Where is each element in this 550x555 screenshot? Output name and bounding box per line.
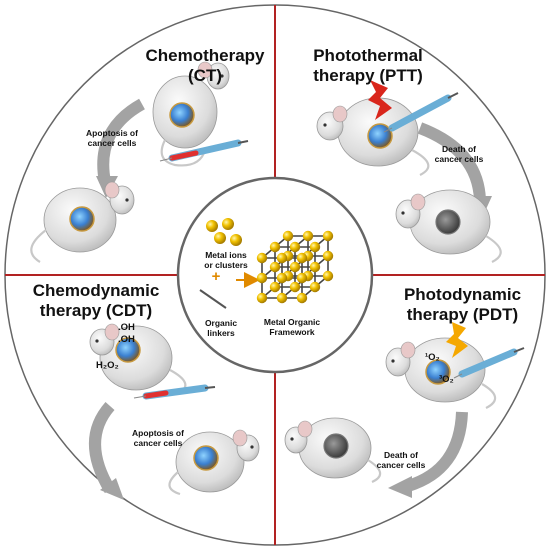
organic-linkers-label: Organic linkers bbox=[196, 318, 246, 338]
mof-metal-node bbox=[322, 250, 334, 262]
pdt-tumor-icon bbox=[425, 359, 451, 385]
cdt-caption: Apoptosis of cancer cells bbox=[118, 428, 198, 448]
pdt-title-line1: Photodynamic bbox=[403, 285, 522, 304]
ct-caption-line2: cancer cells bbox=[87, 138, 137, 148]
cdt-title-line2: therapy (CDT) bbox=[39, 301, 153, 320]
ptt-dead-tumor-icon bbox=[435, 209, 461, 235]
mof-metal-node bbox=[322, 230, 334, 242]
ptt-tumor-icon bbox=[367, 123, 393, 149]
pdt-syringe-icon bbox=[453, 347, 525, 379]
pdt-arrow bbox=[406, 411, 468, 492]
cdt-arrow bbox=[89, 402, 116, 494]
pdt-caption-line2: cancer cells bbox=[376, 460, 426, 470]
cdt-caption-line2: cancer cells bbox=[133, 438, 183, 448]
ptt-caption-line1: Death of bbox=[442, 144, 476, 154]
mof-metal-node bbox=[256, 272, 268, 284]
ct-tumor-bottom-icon bbox=[69, 206, 95, 232]
ptt-mouse-bottom bbox=[395, 189, 502, 263]
pdt-mouse-bottom bbox=[284, 417, 382, 484]
ct-arrow bbox=[97, 98, 146, 184]
pdt-species-singlet-oxygen: ¹O₂ bbox=[425, 352, 440, 363]
cdt-title-line1: Chemodynamic bbox=[32, 281, 160, 300]
ct-title-line1: Chemotherapy bbox=[145, 46, 265, 65]
pdt-title-line2: therapy (PDT) bbox=[406, 305, 519, 324]
metal-ions-line2: or clusters bbox=[204, 260, 248, 270]
metal-ions-label: Metal ions or clusters bbox=[194, 250, 258, 270]
pdt-lightning-icon bbox=[446, 322, 468, 358]
mof-label: Metal Organic Framework bbox=[252, 317, 332, 337]
mof-metal-node bbox=[302, 230, 314, 242]
pdt-caption-line1: Death of bbox=[384, 450, 418, 460]
cdt-species-h2o2: H₂O₂ bbox=[96, 360, 119, 371]
ptt-title-line2: therapy (PTT) bbox=[313, 66, 423, 85]
mof-metal-node bbox=[296, 292, 308, 304]
mof-metal-node bbox=[256, 252, 268, 264]
cdt-species-oh-1: .OH bbox=[118, 322, 135, 333]
ct-mouse-top bbox=[152, 61, 230, 167]
ptt-caption-line2: cancer cells bbox=[434, 154, 484, 164]
ptt-title: Photothermal therapy (PTT) bbox=[298, 46, 438, 86]
mof-metal-node bbox=[276, 272, 288, 284]
mof-metal-node bbox=[322, 270, 334, 282]
mof-metal-node bbox=[296, 272, 308, 284]
ptt-title-line1: Photothermal bbox=[313, 46, 423, 65]
ct-caption: Apoptosis of cancer cells bbox=[72, 128, 152, 148]
ct-caption-line1: Apoptosis of bbox=[86, 128, 138, 138]
pdt-caption: Death of cancer cells bbox=[366, 450, 436, 470]
cdt-title: Chemodynamic therapy (CDT) bbox=[26, 281, 166, 321]
pdt-species-triplet-oxygen: ³O₂ bbox=[439, 374, 454, 385]
ct-mouse-bottom bbox=[30, 181, 135, 263]
cdt-mouse-top bbox=[89, 323, 187, 395]
mof-metal-node bbox=[269, 281, 281, 293]
pdt-dead-tumor-icon bbox=[323, 433, 349, 459]
mof-metal-node bbox=[276, 252, 288, 264]
metal-ions-line1: Metal ions bbox=[205, 250, 247, 260]
cdt-mouse-bottom bbox=[168, 429, 260, 496]
mof-metal-node bbox=[289, 241, 301, 253]
ptt-syringe-icon bbox=[383, 92, 459, 133]
mof-metal-node bbox=[289, 261, 301, 273]
ct-tumor-icon bbox=[169, 102, 195, 128]
mof-metal-node bbox=[256, 292, 268, 304]
mof-line2: Framework bbox=[269, 327, 315, 337]
pdt-mouse-top bbox=[385, 337, 497, 409]
ptt-caption: Death of cancer cells bbox=[424, 144, 494, 164]
cdt-species-oh-2: .OH bbox=[118, 334, 135, 345]
mof-metal-node bbox=[269, 241, 281, 253]
ct-title: Chemotherapy (CT) bbox=[140, 46, 270, 86]
mof-metal-node bbox=[282, 230, 294, 242]
mof-metal-node bbox=[309, 241, 321, 253]
mof-metal-node bbox=[289, 281, 301, 293]
mof-lattice-icon bbox=[256, 230, 334, 304]
metal-ions-cluster-icon bbox=[206, 218, 242, 246]
cdt-tumor-bottom-icon bbox=[193, 445, 219, 471]
organic-linker-icon bbox=[199, 289, 227, 309]
ptt-arrow bbox=[417, 122, 486, 201]
cdt-syringe-icon bbox=[133, 384, 216, 400]
mof-metal-node bbox=[276, 292, 288, 304]
organic-linkers-line1: Organic bbox=[204, 318, 238, 328]
mof-metal-node bbox=[309, 261, 321, 273]
cdt-caption-line1: Apoptosis of bbox=[132, 428, 184, 438]
mof-line1: Metal Organic bbox=[263, 317, 321, 327]
cdt-tumor-icon bbox=[115, 337, 141, 363]
mof-metal-node bbox=[309, 281, 321, 293]
pdt-title: Photodynamic therapy (PDT) bbox=[390, 285, 535, 325]
ptt-lightning-icon bbox=[368, 80, 392, 120]
ct-syringe-icon bbox=[159, 139, 249, 162]
plus-sign: + bbox=[211, 268, 221, 285]
ct-title-line2: (CT) bbox=[188, 66, 222, 85]
mof-metal-node bbox=[269, 261, 281, 273]
organic-linkers-line2: linkers bbox=[207, 328, 235, 338]
mof-metal-node bbox=[296, 252, 308, 264]
